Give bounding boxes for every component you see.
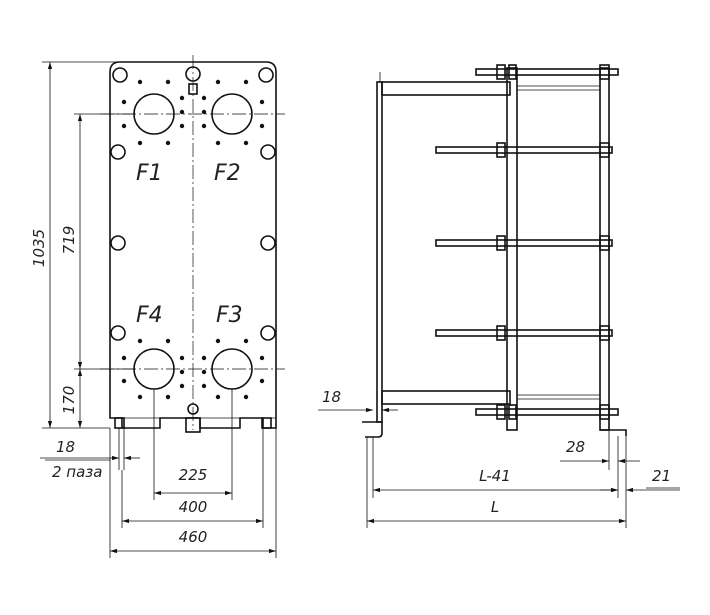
bolt-nut (496, 64, 506, 80)
dim-bottom-port-height: 170 (60, 386, 78, 415)
dim-port-spacing-v: 719 (60, 226, 78, 255)
stud-dot (243, 140, 249, 146)
fixed-plate (376, 81, 383, 423)
stud-dot (259, 355, 265, 361)
stud-dot (165, 338, 171, 344)
side-bolt-hole (260, 325, 276, 341)
bolt-nut (496, 325, 506, 341)
right-foot-slot (261, 417, 272, 429)
stud-dot (121, 355, 127, 361)
side-bolt-hole (110, 325, 126, 341)
stud-dot (121, 99, 127, 105)
dim-foot-spacing: 400 (179, 498, 208, 516)
left-foot-slot (114, 417, 125, 429)
fixed-plate-foot (362, 421, 383, 438)
side-bolt-hole (110, 144, 126, 160)
stud-dot (165, 140, 171, 146)
stud-dot (201, 123, 207, 129)
support-foot (600, 429, 627, 436)
stud-dot (179, 369, 185, 375)
stud-dot (243, 394, 249, 400)
side-bolt-hole (110, 235, 126, 251)
stud-dot (137, 79, 143, 85)
stud-dot (179, 383, 185, 389)
stud-dot (179, 95, 185, 101)
dim-overall-height: 1035 (30, 229, 48, 267)
top-center-guide-hole (185, 66, 201, 82)
stud-dot (201, 95, 207, 101)
stud-dot (201, 109, 207, 115)
top-right-guide-hole (258, 67, 274, 83)
support-column (599, 67, 610, 431)
bottom-guide-bar (381, 390, 511, 405)
tie-bolt-rod (435, 329, 613, 337)
stud-dot (201, 355, 207, 361)
bottom-guide-hole (187, 403, 199, 415)
tie-bolt-rod (475, 68, 619, 76)
port-label-f2: F2 (214, 161, 241, 186)
stud-dot (215, 140, 221, 146)
pressure-plate (506, 67, 518, 431)
stud-dot (243, 79, 249, 85)
stud-dot (179, 109, 185, 115)
bolt-nut (599, 64, 610, 80)
bolt-nut (599, 142, 610, 158)
stud-dot (179, 123, 185, 129)
bolt-nut (599, 404, 610, 420)
stud-dot (215, 338, 221, 344)
stud-dot (137, 338, 143, 344)
stud-dots (121, 79, 265, 400)
dim-foot-offset: 21 (652, 467, 671, 485)
stud-dot (179, 355, 185, 361)
dim-frame-inner: L-41 (479, 467, 511, 485)
top-guide-bar (381, 81, 511, 96)
stud-dot (243, 338, 249, 344)
tie-bolt-rod (435, 239, 613, 247)
tie-bolts (435, 64, 619, 420)
dim-overall-width: 460 (179, 528, 208, 546)
top-center-slot (188, 83, 198, 95)
side-view: 18 L-41 L 28 21 (318, 64, 680, 528)
front-view: F1 F2 F4 F3 1035 719 170 18 2 паза 225 (30, 55, 285, 558)
bolt-nut (496, 142, 506, 158)
stud-dot (259, 99, 265, 105)
stud-dot (165, 394, 171, 400)
tie-bolt-rod (475, 408, 619, 416)
stud-dot (215, 79, 221, 85)
dim-side-slot: 18 (322, 388, 341, 406)
stud-dot (165, 79, 171, 85)
bolt-nut (496, 235, 506, 251)
stud-dot (215, 394, 221, 400)
dim-slot-note: 2 паза (52, 463, 102, 481)
port-f2 (211, 93, 253, 135)
stud-dot (121, 378, 127, 384)
bolt-nut (496, 404, 506, 420)
tie-bolt-rod (435, 146, 613, 154)
port-label-f4: F4 (136, 303, 163, 328)
dim-slot-size: 18 (56, 438, 75, 456)
bolt-nut (599, 235, 610, 251)
stud-dot (259, 123, 265, 129)
port-label-f3: F3 (216, 303, 243, 328)
port-label-f1: F1 (136, 161, 163, 186)
stud-dot (201, 383, 207, 389)
stud-dot (201, 369, 207, 375)
bolt-nut (508, 404, 517, 420)
dim-frame-length: L (491, 498, 499, 516)
stud-dot (137, 394, 143, 400)
stud-dot (121, 123, 127, 129)
dim-port-spacing-h: 225 (179, 466, 208, 484)
dim-bolt-end: 28 (566, 438, 585, 456)
side-bolt-hole (260, 235, 276, 251)
stud-dot (259, 378, 265, 384)
top-left-guide-hole (112, 67, 128, 83)
bolt-nut (508, 64, 517, 80)
bottom-center-block (185, 417, 201, 433)
bolt-nut (599, 325, 610, 341)
side-bolt-hole (260, 144, 276, 160)
stud-dot (137, 140, 143, 146)
